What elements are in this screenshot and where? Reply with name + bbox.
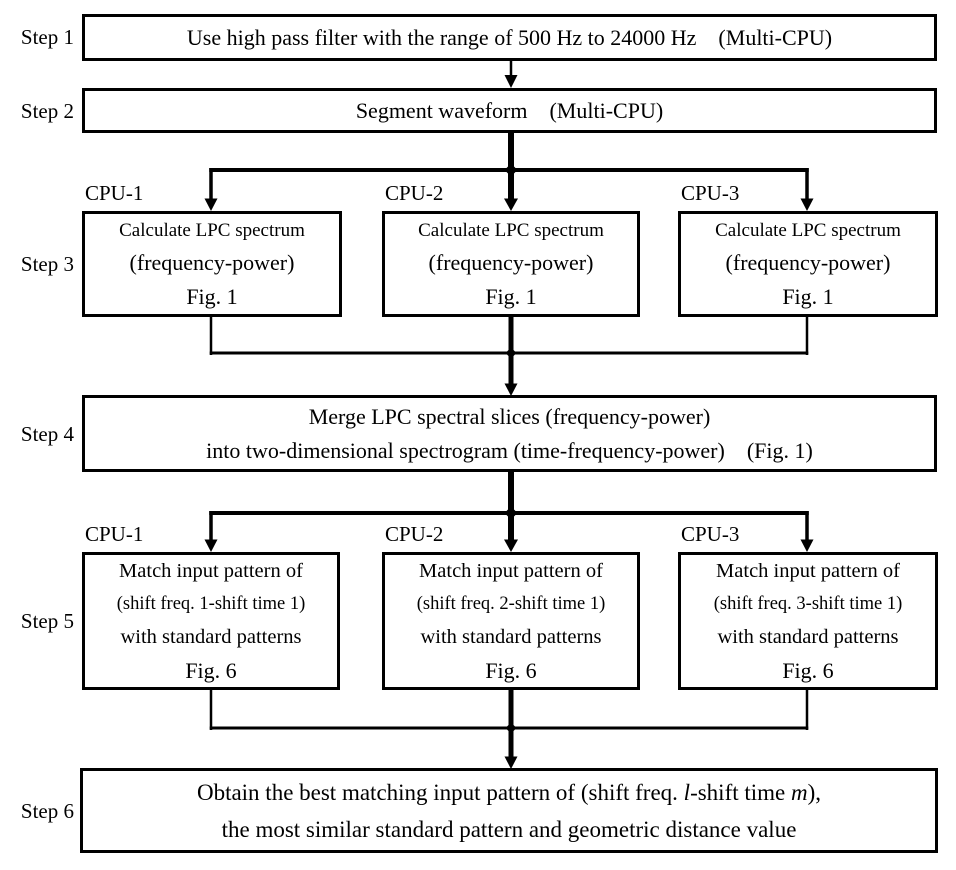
arrowhead-icon [204,539,218,552]
box-text-line: Calculate LPC spectrum [715,220,901,241]
box-text-line: Calculate LPC spectrum [119,220,305,241]
arrowhead-icon [504,75,518,88]
split-step2-to-step3 [204,131,814,211]
box-text-line: Fig. 1 [485,284,537,309]
step4-text-line1: Merge LPC spectral slices (frequency-pow… [308,403,711,429]
box-text-line: (shift freq. 1-shift time 1) [116,594,306,614]
step1-process-box: Use high pass filter with the range of 5… [82,14,937,61]
step3-cpu2-label: CPU-2 [385,181,444,205]
step1-label: Step 1 [20,25,74,49]
arrowhead-icon [204,198,218,211]
box-text-line: (frequency-power) [428,250,594,275]
step3-cpu3-label: CPU-3 [681,181,740,205]
box-text-line: with standard patterns [120,626,302,648]
box-text-line: Fig. 1 [186,284,238,309]
box-text-line: Fig. 6 [485,658,537,683]
step6-text-line2: the most similar standard pattern and ge… [221,816,797,842]
box-text-line: Match input pattern of [119,560,303,582]
step4-process-box: Merge LPC spectral slices (frequency-pow… [82,395,937,472]
arrowhead-icon [504,198,518,211]
step5-cpu1-label: CPU-1 [85,522,144,546]
junction-dot-icon [505,347,517,359]
box-text-line: Fig. 1 [782,284,834,309]
box-text-line: with standard patterns [717,626,899,648]
step2-label: Step 2 [20,99,74,123]
box-text-line: (shift freq. 2-shift time 1) [416,594,606,614]
step5-cpu1-process-box: Match input pattern of (shift freq. 1-sh… [82,552,340,690]
step6-italic-l: l [683,779,691,805]
box-text-line: (shift freq. 3-shift time 1) [713,594,903,614]
box-text-line: Fig. 6 [782,658,834,683]
arrowhead-icon [800,539,814,552]
arrowhead-icon [504,539,518,552]
box-text-line: (frequency-power) [725,250,891,275]
step6-process-box: Obtain the best matching input pattern o… [80,768,938,853]
step4-text-line2: into two-dimensional spectrogram (time-f… [206,437,813,463]
step6-line1-part: ), [807,779,822,805]
step5-cpu2-process-box: Match input pattern of (shift freq. 2-sh… [382,552,640,690]
step6-line1-part: Obtain the best matching input pattern o… [196,779,684,805]
arrowhead-icon [504,756,518,769]
arrow-step1-to-step2 [504,61,518,88]
box-text-line: Fig. 6 [185,658,237,683]
merge-step3-to-step4 [209,315,809,396]
arrowhead-icon [800,198,814,211]
arrowhead-icon [504,383,518,396]
step4-label: Step 4 [20,422,74,446]
box-text-line: Match input pattern of [419,560,603,582]
junction-dot-icon [504,506,518,520]
step6-italic-m: m [791,779,808,805]
step6-label: Step 6 [20,799,74,823]
step3-cpu1-label: CPU-1 [85,181,144,205]
step1-text: Use high pass filter with the range of 5… [186,24,833,50]
step3-cpu3-process-box: Calculate LPC spectrum (frequency-power)… [678,211,938,317]
step5-cpu3-label: CPU-3 [681,522,740,546]
junction-dot-icon [504,163,518,177]
split-step4-to-step5 [204,470,814,552]
step6-text-line1: Obtain the best matching input pattern o… [197,774,821,811]
step3-cpu2-process-box: Calculate LPC spectrum (frequency-power)… [382,211,640,317]
step3-cpu1-process-box: Calculate LPC spectrum (frequency-power)… [82,211,342,317]
step6-line1-part: -shift time [690,779,791,805]
step2-process-box: Segment waveform (Multi-CPU) [82,88,937,133]
box-text-line: Match input pattern of [716,560,900,582]
box-text-line: with standard patterns [420,626,602,648]
merge-step5-to-step6 [209,688,809,769]
step5-cpu2-label: CPU-2 [385,522,444,546]
step5-label: Step 5 [20,609,74,633]
junction-dot-icon [505,722,517,734]
box-text-line: Calculate LPC spectrum [418,220,604,241]
box-text-line: (frequency-power) [129,250,295,275]
step2-text: Segment waveform (Multi-CPU) [355,97,664,123]
step5-cpu3-process-box: Match input pattern of (shift freq. 3-sh… [678,552,938,690]
step3-label: Step 3 [20,252,74,276]
